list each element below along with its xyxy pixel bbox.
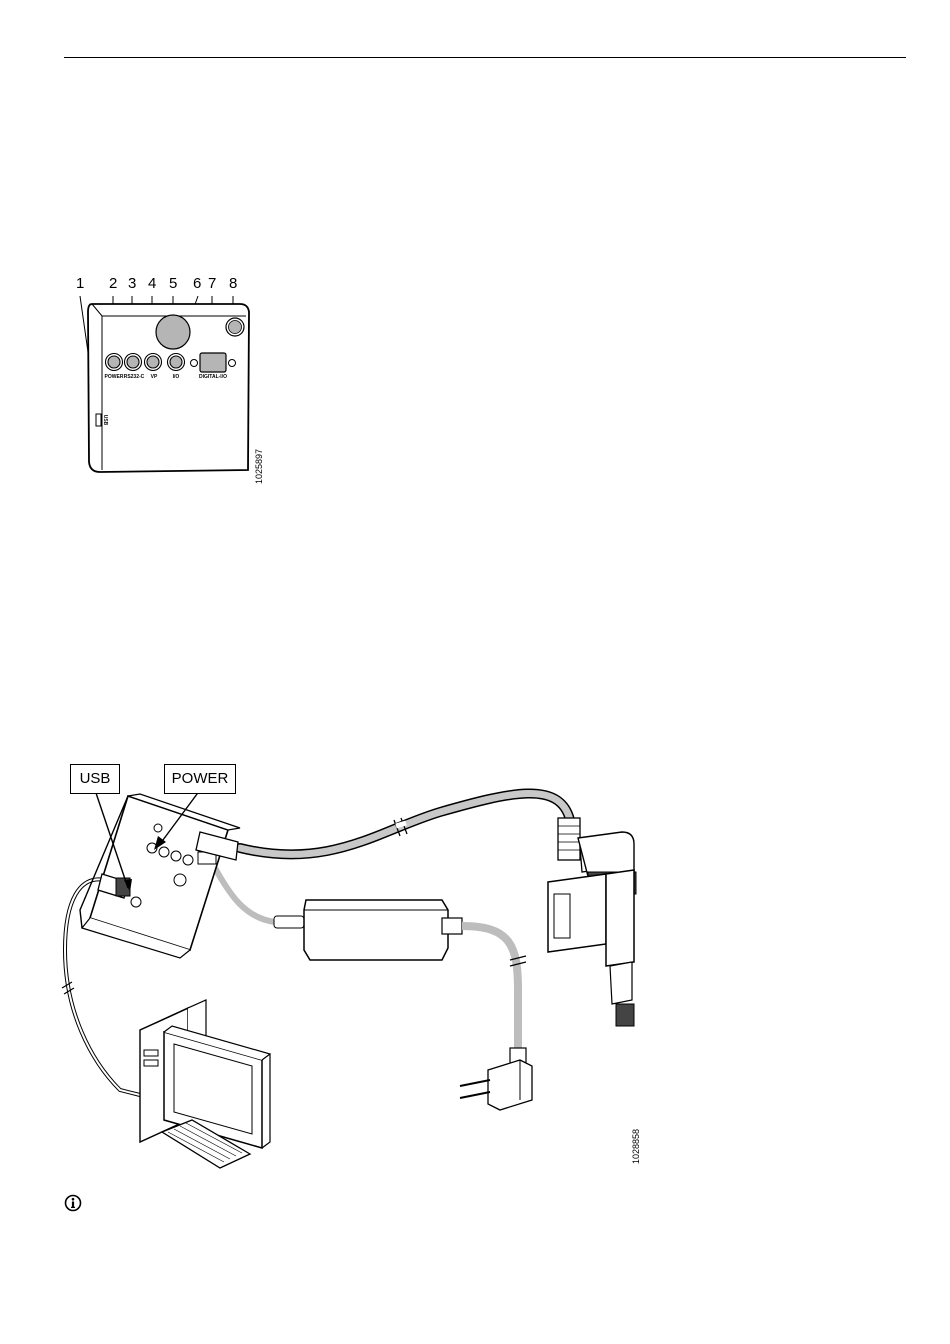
figure2-connection-diagram (40, 760, 660, 1180)
figure1-back-panel: POWER RS232-C VP I/O DIGITAL-I/O USB (70, 290, 270, 490)
usb-label: USB (70, 764, 120, 794)
power-label: POWER (164, 764, 236, 794)
label-vp: VP (151, 374, 158, 380)
label-usb-side: USB (102, 415, 108, 426)
header-rule (64, 57, 906, 58)
label-digital-io: DIGITAL-I/O (199, 374, 227, 380)
figure2-id: 1028858 (631, 1129, 641, 1164)
label-io: I/O (173, 374, 180, 380)
label-rs232: RS232-C (124, 374, 145, 380)
label-power: POWER (105, 374, 124, 380)
figure1-id: 1025897 (254, 449, 264, 484)
info-icon (64, 1194, 82, 1212)
